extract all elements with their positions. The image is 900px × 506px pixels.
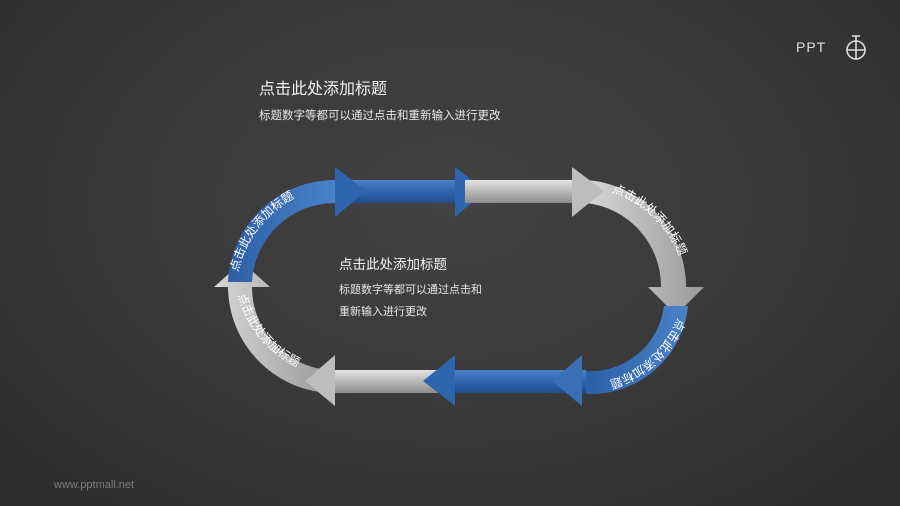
arrow-segment-left-bottom[interactable] — [214, 262, 445, 406]
footer-url: www.pptmall.net — [54, 479, 135, 491]
arrow-segment-top-gray[interactable] — [465, 167, 604, 217]
logo-text: PPT — [796, 39, 827, 55]
arrow-segment-right-bottom[interactable] — [586, 306, 688, 395]
brand-logo: PPT — [796, 34, 868, 62]
arrow-segment-bottom-blue[interactable] — [423, 355, 586, 406]
logo-icon — [846, 35, 866, 60]
center-title[interactable]: 点击此处添加标题 — [339, 257, 447, 273]
arrow-segment-left-top[interactable] — [228, 167, 486, 282]
slide-title[interactable]: 点击此处添加标题 — [259, 79, 388, 98]
center-body[interactable]: 标题数字等都可以通过点击和 重新输入进行更改 — [339, 279, 514, 323]
arrow-segment-right-top[interactable] — [586, 180, 704, 315]
center-body-line-1: 标题数字等都可以通过点击和 — [339, 283, 482, 296]
slide-subtitle[interactable]: 标题数字等都可以通过点击和重新输入进行更改 — [259, 108, 501, 122]
center-body-line-2: 重新输入进行更改 — [339, 305, 427, 318]
